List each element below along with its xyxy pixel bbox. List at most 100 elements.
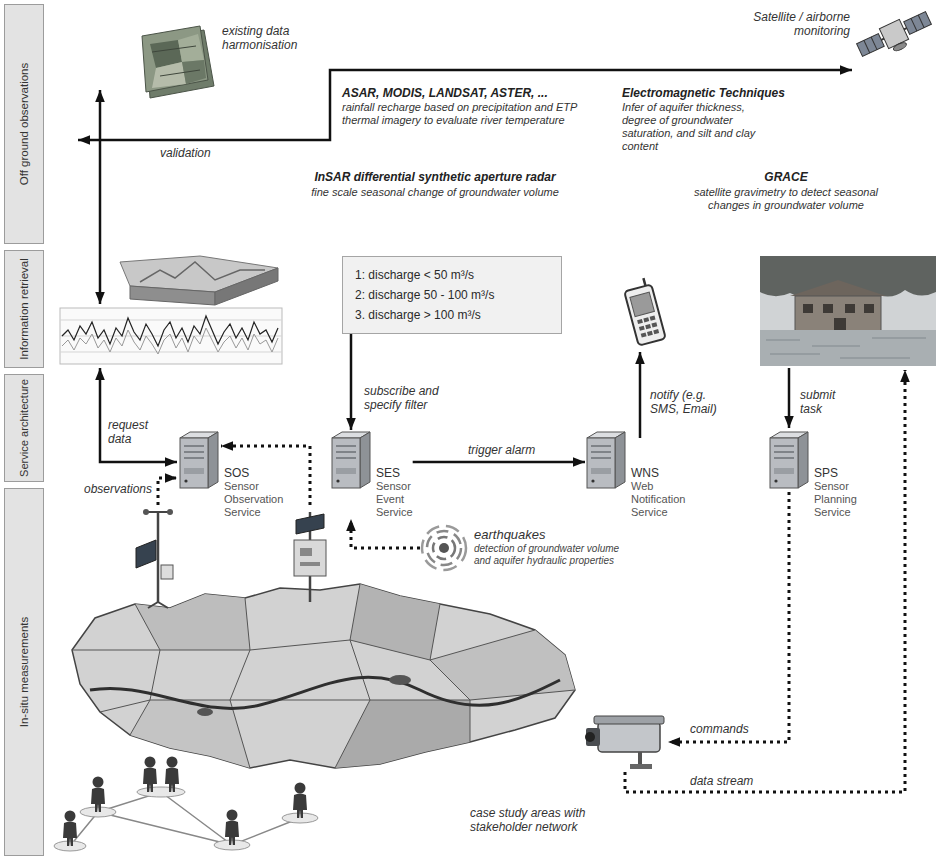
label-slot: ASAR, MODIS, LANDSAT, ASTER, ... bbox=[342, 86, 548, 101]
service-name: Sensor Planning Service bbox=[814, 480, 857, 519]
flood-photo-part bbox=[760, 256, 936, 299]
server-icon bbox=[770, 432, 808, 488]
mobile-phone-part bbox=[653, 329, 659, 334]
flood-photo-part bbox=[845, 304, 855, 313]
catchment-map-part bbox=[72, 584, 575, 768]
label-slot: subscribe and specify filter bbox=[364, 384, 456, 412]
service-node: SOSSensor Observation Service bbox=[178, 430, 283, 519]
satellite-icon-part bbox=[857, 34, 885, 57]
label-slot: submit task bbox=[800, 388, 845, 416]
observations-link bbox=[158, 478, 177, 505]
satellite-icon bbox=[855, 8, 936, 65]
stakeholder-network-part bbox=[63, 811, 77, 847]
retrieval-chart bbox=[60, 256, 282, 364]
retrieval-chart-part bbox=[130, 286, 215, 305]
area-caption: case study areas with stakeholder networ… bbox=[470, 806, 605, 834]
method-note: fine scale seasonal change of groundwate… bbox=[280, 186, 590, 199]
catchment-map-part bbox=[135, 594, 250, 650]
earthquake-rings bbox=[422, 526, 466, 570]
service-node: SPSSensor Planning Service bbox=[768, 430, 857, 519]
data-stack-image-part bbox=[142, 26, 208, 92]
service-name: Sensor Event Service bbox=[376, 480, 413, 519]
mobile-phone-part bbox=[647, 331, 653, 336]
catchment-map-part bbox=[350, 584, 440, 660]
flow-label: submit task bbox=[800, 388, 845, 416]
filter-rule: 3. discharge > 100 m³/s bbox=[355, 305, 481, 325]
earthquake-rings-part bbox=[433, 537, 455, 559]
weather-station-part bbox=[167, 509, 173, 515]
gauge-station bbox=[294, 512, 326, 602]
satellite-icon-part bbox=[892, 41, 907, 52]
flood-photo-part bbox=[803, 304, 813, 313]
server-icon bbox=[180, 432, 218, 488]
mobile-phone-part bbox=[643, 278, 645, 286]
service-node: SESSensor Event Service bbox=[330, 430, 413, 519]
flow-label: notify (e.g. SMS, Email) bbox=[650, 388, 722, 416]
server-icon bbox=[587, 432, 625, 488]
catchment-map-part bbox=[389, 675, 411, 685]
camera-part bbox=[638, 752, 642, 766]
service-node: WNSWeb Notification Service bbox=[585, 430, 685, 519]
stakeholder-network-part bbox=[225, 810, 239, 846]
stakeholder-network-part bbox=[282, 813, 318, 823]
label-slot: fine scale seasonal change of groundwate… bbox=[280, 186, 590, 199]
row-title: Off ground observations bbox=[17, 63, 31, 186]
connector-label: subscribe and specify filter bbox=[364, 384, 456, 412]
flow-label: validation bbox=[160, 146, 211, 160]
row-title: Information retrieval bbox=[17, 258, 31, 360]
mobile-phone bbox=[622, 277, 666, 346]
stakeholder-network-part bbox=[80, 807, 116, 817]
source-note: detection of groundwater volume and aqui… bbox=[474, 543, 624, 567]
stakeholder-network-part bbox=[54, 841, 86, 851]
weather-station-part bbox=[157, 512, 160, 602]
row-title: Service architecture bbox=[17, 379, 31, 477]
image-caption: existing data harmonisation bbox=[222, 24, 322, 52]
method-note: rainfall recharge based on precipitation… bbox=[342, 101, 582, 127]
flow-connector bbox=[351, 519, 420, 548]
earthquake-rings-part bbox=[439, 543, 449, 553]
catchment-map-part bbox=[90, 677, 560, 708]
label-slot: InSAR differential synthetic aperture ra… bbox=[280, 170, 590, 185]
label-slot: commands bbox=[690, 722, 749, 736]
stakeholder-network-part bbox=[293, 783, 307, 819]
data-stream-link-part bbox=[625, 370, 905, 792]
stakeholder-network-part bbox=[165, 757, 179, 793]
gauge-station-part bbox=[296, 514, 324, 534]
service-acronym: SOS bbox=[224, 466, 283, 480]
stakeholder-network-part bbox=[137, 787, 185, 797]
camera-part bbox=[586, 728, 600, 746]
stakeholder-network-part bbox=[214, 840, 250, 850]
mobile-phone-part bbox=[643, 317, 649, 322]
label-slot: data stream bbox=[690, 774, 753, 788]
gauge-station-part bbox=[300, 562, 320, 566]
row-title: In-situ measurements bbox=[17, 617, 31, 728]
satellite-icon-part bbox=[864, 40, 870, 53]
row-band: In-situ measurements bbox=[4, 488, 44, 856]
label-slot: Infer of aquifer thickness, degree of gr… bbox=[622, 101, 770, 153]
method-title: Electromagnetic Techniques bbox=[622, 86, 785, 101]
label-slot: case study areas with stakeholder networ… bbox=[470, 806, 605, 834]
validation-arrow bbox=[100, 90, 101, 304]
method-title: GRACE bbox=[686, 170, 886, 185]
method-title: InSAR differential synthetic aperture ra… bbox=[280, 170, 590, 185]
label-slot: GRACE bbox=[686, 170, 886, 185]
mobile-phone-part bbox=[651, 322, 657, 327]
stakeholder-network bbox=[54, 757, 318, 852]
request-data-arrow bbox=[100, 368, 177, 462]
notify-arrow-part bbox=[639, 352, 642, 438]
label-slot: existing data harmonisation bbox=[222, 24, 322, 52]
label-slot: Electromagnetic Techniques bbox=[622, 86, 785, 101]
row-band: Service architecture bbox=[4, 374, 44, 482]
filter-rule: 1: discharge < 50 m³/s bbox=[355, 265, 474, 285]
label-slot: trigger alarm bbox=[468, 443, 535, 457]
flow-label: data stream bbox=[690, 774, 753, 788]
data-stack-image bbox=[142, 26, 214, 98]
service-acronym: SPS bbox=[814, 466, 857, 480]
flood-photo-part bbox=[760, 330, 936, 366]
mobile-phone-part bbox=[645, 324, 651, 329]
data-stream-link bbox=[625, 370, 905, 792]
earthquake-rings-part bbox=[422, 526, 466, 570]
satellite-icon-part bbox=[918, 15, 924, 28]
submit-task-arrow bbox=[789, 368, 790, 428]
mobile-phone-part bbox=[639, 326, 645, 331]
